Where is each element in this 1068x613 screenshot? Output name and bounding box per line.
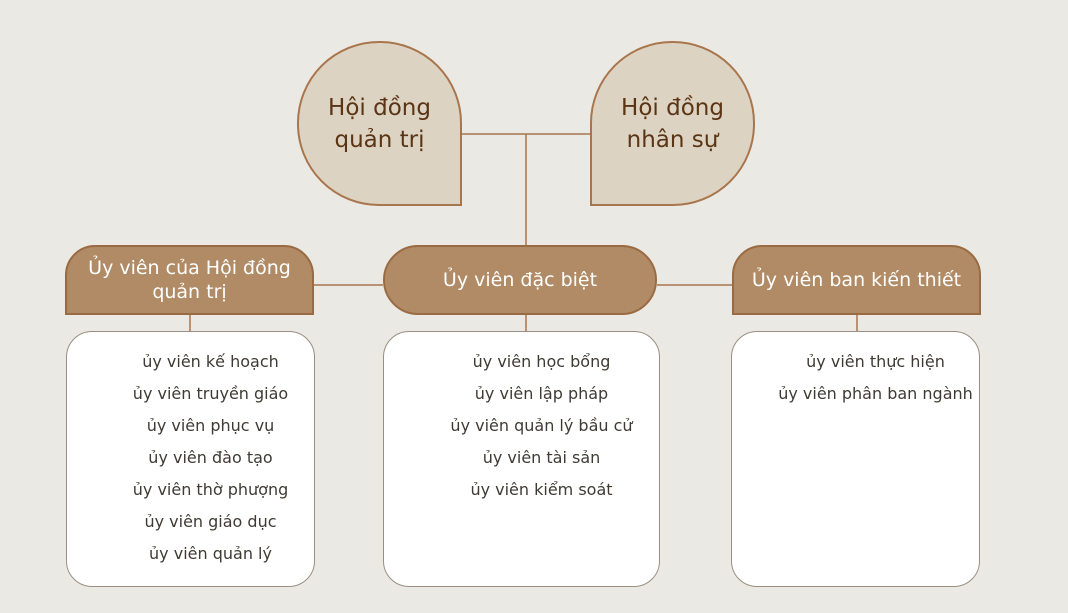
top-node-board-label: Hội đồng quản trị bbox=[328, 94, 431, 153]
list-item: ủy viên thờ phượng bbox=[132, 480, 289, 499]
list-item: ủy viên giáo dục bbox=[144, 512, 277, 531]
member-list-board: ủy viên kế hoạch ủy viên truyền giáo ủy … bbox=[66, 331, 315, 587]
category-title: Ủy viên ban kiến thiết bbox=[751, 269, 962, 291]
list-item: ủy viên học bổng bbox=[472, 352, 611, 371]
member-list-special: ủy viên học bổng ủy viên lập pháp ủy viê… bbox=[383, 331, 660, 587]
top-node-personnel-label: Hội đồng nhân sự bbox=[621, 94, 724, 153]
list-item: ủy viên kế hoạch bbox=[142, 352, 279, 371]
category-header-construction-members: Ủy viên ban kiến thiết bbox=[732, 245, 981, 315]
category-header-special-members: Ủy viên đặc biệt bbox=[383, 245, 657, 315]
category-title: Ủy viên của Hội đồng quản trị bbox=[88, 257, 291, 303]
list-item: ủy viên quản lý bầu cử bbox=[450, 416, 633, 435]
list-item: ủy viên kiểm soát bbox=[470, 480, 613, 499]
category-title: Ủy viên đặc biệt bbox=[442, 269, 598, 291]
list-item: ủy viên lập pháp bbox=[474, 384, 609, 403]
list-item: ủy viên thực hiện bbox=[806, 352, 945, 371]
list-item: ủy viên quản lý bbox=[149, 544, 272, 563]
list-item: ủy viên phục vụ bbox=[146, 416, 275, 435]
list-item: ủy viên phân ban ngành bbox=[778, 384, 973, 403]
category-header-board-members: Ủy viên của Hội đồng quản trị bbox=[65, 245, 314, 315]
member-list-construction: ủy viên thực hiện ủy viên phân ban ngành bbox=[731, 331, 980, 587]
list-item: ủy viên tài sản bbox=[482, 448, 601, 467]
top-node-board: Hội đồng quản trị bbox=[297, 41, 462, 206]
list-item: ủy viên đào tạo bbox=[148, 448, 273, 467]
top-node-personnel: Hội đồng nhân sự bbox=[590, 41, 755, 206]
list-item: ủy viên truyền giáo bbox=[132, 384, 289, 403]
